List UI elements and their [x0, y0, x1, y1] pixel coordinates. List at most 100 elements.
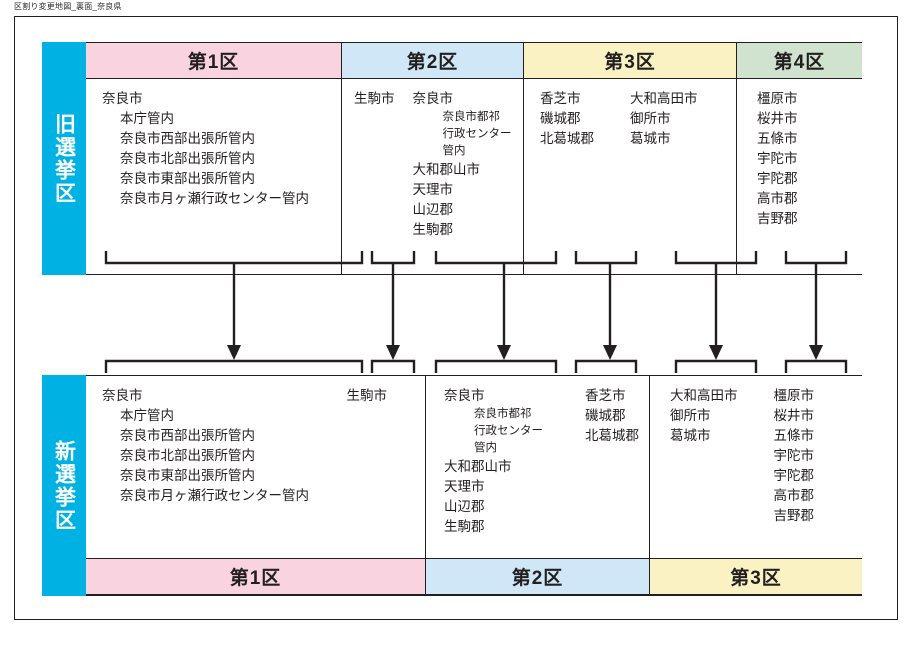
municipality-item: 大和高田市	[630, 91, 698, 106]
municipality-group: 香芝市磯城郡北葛城郡	[585, 386, 639, 558]
municipality-item: 奈良市北部出張所管内	[120, 448, 255, 463]
municipality-item: 橿原市	[757, 91, 798, 106]
municipality-item: 本庁管内	[120, 111, 174, 126]
municipality-item: 宇陀郡	[757, 171, 798, 186]
municipality-item: 奈良市都祁	[442, 111, 501, 123]
arrow-head-icon	[809, 345, 823, 360]
municipality-item: 奈良市西部出張所管内	[120, 428, 255, 443]
district-column-1: 奈良市本庁管内奈良市西部出張所管内奈良市北部出張所管内奈良市東部出張所管内奈良市…	[86, 79, 342, 274]
municipality-group: 奈良市奈良市都祁行政センター管内大和郡山市天理市山辺郡生駒郡	[444, 386, 543, 558]
municipality-item: 宇陀市	[757, 151, 798, 166]
municipality-item: 奈良市月ヶ瀬行政センター管内	[120, 488, 309, 503]
municipality-group: 奈良市本庁管内奈良市西部出張所管内奈良市北部出張所管内奈良市東部出張所管内奈良市…	[102, 386, 309, 558]
district-header-4: 第4区	[737, 43, 862, 79]
municipality-group: 奈良市本庁管内奈良市西部出張所管内奈良市北部出張所管内奈良市東部出張所管内奈良市…	[102, 89, 309, 274]
municipality-item: 五條市	[757, 131, 798, 146]
municipality-item: 天理市	[444, 479, 485, 494]
municipality-item: 奈良市西部出張所管内	[120, 131, 255, 146]
municipality-item: 大和高田市	[670, 388, 738, 403]
old-section-sidebar: 旧選挙区	[42, 42, 86, 275]
district-column-3: 大和高田市御所市葛城市橿原市桜井市五條市宇陀市宇陀郡高市郡吉野郡	[650, 376, 862, 558]
district-column-4: 橿原市桜井市五條市宇陀市宇陀郡高市郡吉野郡	[737, 79, 862, 274]
page-title: 区割り変更地図_裏面_奈良県	[14, 2, 122, 11]
municipality-group: 大和高田市御所市葛城市	[670, 386, 738, 558]
municipality-item: 桜井市	[773, 408, 815, 423]
municipality-group: 生駒市	[347, 386, 388, 558]
municipality-item: 奈良市北部出張所管内	[120, 151, 255, 166]
municipality-item: 本庁管内	[120, 408, 174, 423]
municipality-group: 橿原市桜井市五條市宇陀市宇陀郡高市郡吉野郡	[774, 386, 815, 558]
district-header-2: 第2区	[426, 559, 650, 595]
new-section-label: 新選挙区	[52, 439, 76, 532]
municipality-group: 生駒市	[354, 89, 395, 274]
connector-kashihara-group	[784, 251, 848, 373]
old-header-row: 第1区第2区第3区第4区	[86, 43, 862, 79]
municipality-item: 山辺郡	[444, 499, 485, 514]
district-header-3: 第3区	[650, 559, 862, 595]
municipality-group: 橿原市桜井市五條市宇陀市宇陀郡高市郡吉野郡	[757, 89, 798, 274]
municipality-item: 桜井市	[757, 111, 798, 126]
diagram-frame: 旧選挙区 第1区第2区第3区第4区 奈良市本庁管内奈良市西部出張所管内奈良市北部…	[14, 16, 898, 620]
municipality-item: 大和郡山市	[444, 459, 512, 474]
municipality-item: 奈良市	[102, 388, 143, 403]
municipality-item: 奈良市東部出張所管内	[120, 468, 255, 483]
connector-ikoma-city	[370, 251, 416, 373]
municipality-item: 奈良市	[102, 91, 143, 106]
flow-arrows	[104, 251, 848, 373]
municipality-item: 生駒郡	[412, 222, 454, 237]
arrow-head-icon	[709, 345, 723, 360]
municipality-item: 管内	[474, 442, 497, 454]
district-column-3: 香芝市磯城郡北葛城郡大和高田市御所市葛城市	[524, 79, 737, 274]
old-district-table: 旧選挙区 第1区第2区第3区第4区 奈良市本庁管内奈良市西部出張所管内奈良市北部…	[42, 42, 862, 275]
municipality-item: 磯城郡	[585, 408, 626, 423]
district-header-2: 第2区	[342, 43, 524, 79]
municipality-item: 高市郡	[773, 488, 815, 503]
municipality-item: 高市郡	[757, 191, 798, 206]
district-header-1: 第1区	[86, 559, 426, 595]
municipality-item: 奈良市	[444, 388, 485, 403]
district-header-1: 第1区	[86, 43, 342, 79]
municipality-item: 香芝市	[540, 91, 581, 106]
municipality-item: 管内	[442, 145, 466, 157]
connector-yamatotakada-group	[674, 251, 758, 373]
municipality-item: 生駒市	[354, 91, 395, 106]
old-section-grid: 第1区第2区第3区第4区 奈良市本庁管内奈良市西部出張所管内奈良市北部出張所管内…	[86, 42, 862, 275]
arrow-head-icon	[227, 345, 241, 360]
municipality-item: 生駒郡	[444, 519, 485, 534]
municipality-group: 香芝市磯城郡北葛城郡	[540, 89, 594, 274]
municipality-item: 香芝市	[585, 388, 626, 403]
municipality-item: 北葛城郡	[585, 428, 639, 443]
new-section-grid: 奈良市本庁管内奈良市西部出張所管内奈良市北部出張所管内奈良市東部出張所管内奈良市…	[86, 375, 862, 596]
connector-kashiba-group	[574, 251, 638, 373]
arrow-head-icon	[386, 345, 400, 360]
municipality-item: 天理市	[412, 182, 454, 197]
new-section-sidebar: 新選挙区	[42, 375, 86, 596]
municipality-item: 宇陀郡	[773, 468, 815, 483]
municipality-item: 吉野郡	[773, 508, 815, 523]
new-header-row: 第1区第2区第3区	[86, 558, 862, 595]
municipality-item: 奈良市	[412, 91, 454, 106]
municipality-item: 山辺郡	[412, 202, 454, 217]
district-column-2: 奈良市奈良市都祁行政センター管内大和郡山市天理市山辺郡生駒郡香芝市磯城郡北葛城郡	[426, 376, 650, 558]
new-body-row: 奈良市本庁管内奈良市西部出張所管内奈良市北部出張所管内奈良市東部出張所管内奈良市…	[86, 376, 862, 558]
municipality-item: 宇陀市	[773, 448, 815, 463]
district-header-3: 第3区	[524, 43, 737, 79]
arrow-head-icon	[497, 345, 511, 360]
municipality-item: 磯城郡	[540, 111, 581, 126]
old-body-row: 奈良市本庁管内奈良市西部出張所管内奈良市北部出張所管内奈良市東部出張所管内奈良市…	[86, 79, 862, 274]
district-column-1: 奈良市本庁管内奈良市西部出張所管内奈良市北部出張所管内奈良市東部出張所管内奈良市…	[86, 376, 426, 558]
municipality-item: 大和郡山市	[412, 162, 481, 177]
municipality-item: 吉野郡	[757, 211, 798, 226]
new-district-table: 新選挙区 奈良市本庁管内奈良市西部出張所管内奈良市北部出張所管内奈良市東部出張所…	[42, 375, 862, 596]
old-section-label: 旧選挙区	[52, 112, 76, 205]
arrow-head-icon	[603, 345, 617, 360]
municipality-item: 御所市	[630, 111, 671, 126]
municipality-item: 葛城市	[630, 131, 671, 146]
municipality-group: 大和高田市御所市葛城市	[630, 89, 698, 274]
municipality-item: 生駒市	[346, 388, 388, 403]
municipality-item: 奈良市都祁	[474, 408, 532, 420]
municipality-item: 葛城市	[670, 428, 711, 443]
connector-nara-city-group	[104, 251, 364, 373]
municipality-item: 五條市	[773, 428, 815, 443]
municipality-item: 行政センター	[442, 128, 512, 140]
